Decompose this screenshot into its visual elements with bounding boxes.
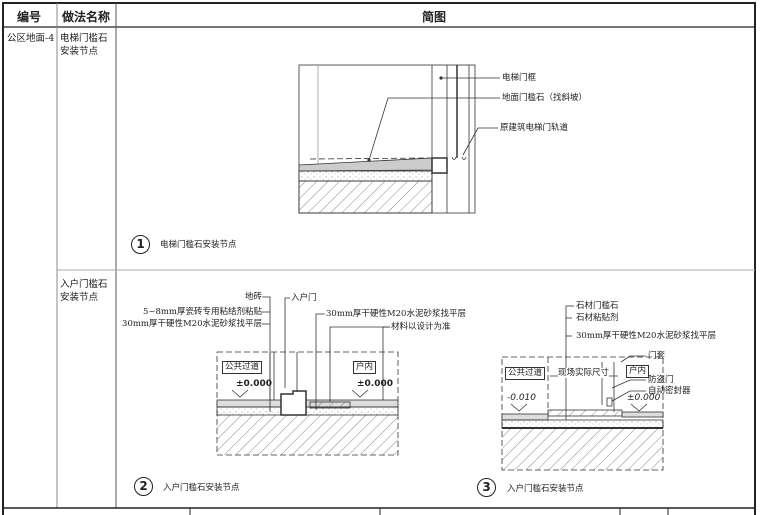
zone-indoor: 户内 [626,365,650,378]
elevation-left: ±0.000 [236,379,273,389]
detail-3-title: 入户门槛石安装节点 [507,484,584,494]
label-mortar: 30mm厚干硬性M20水泥砂浆找平层 [576,331,716,341]
label-floor-threshold: 地面门槛石（找斜坡） [502,93,588,103]
entrance-threshold-drawing-a [216,296,399,456]
zone-site-size: 现场实际尺寸 [558,368,610,378]
label-floor-tile: 地砖 [244,292,262,302]
header-method: 做法名称 [62,10,111,24]
zone-indoor: 户内 [353,361,377,374]
detail-number-3: 3 [477,478,496,497]
label-stone-adhesive: 石材粘贴剂 [576,313,619,323]
detail-2-title: 入户门槛石安装节点 [163,483,240,493]
header-code: 编号 [17,10,42,24]
label-mortar-right: 30mm厚干硬性M20水泥砂浆找平层 [326,309,466,319]
label-stone-threshold: 石材门槛石 [576,301,619,311]
row-1-name: 电梯门槛石安装节点 [60,33,108,57]
zone-public-corridor: 公共过道 [222,361,263,374]
elevator-threshold-drawing [298,64,500,214]
elevation-left: -0.010 [507,393,537,403]
label-security-door: 防盗门 [648,375,674,385]
label-material: 材料以设计为准 [391,322,451,332]
detail-1-title: 电梯门槛石安装节点 [160,240,237,250]
detail-number-1: 1 [131,235,150,254]
row-1-code: 公区地面-4 [7,33,55,44]
zone-public-corridor: 公共过道 [505,367,546,380]
header-diagram: 简图 [422,10,447,24]
label-mortar-left: 30mm厚干硬性M20水泥砂浆找平层 [122,319,262,329]
label-elevator-track: 原建筑电梯门轨道 [500,123,569,133]
label-auto-seal: 自动密封器 [648,386,691,396]
row-2-name: 入户门槛石安装节点 [60,279,108,303]
detail-number-2: 2 [134,477,153,496]
elevation-right: ±0.000 [357,379,394,389]
label-tile-adhesive: 5~8mm厚瓷砖专用粘结剂粘贴 [142,307,262,317]
label-door-casing: 门套 [648,351,666,361]
label-elevator-frame: 电梯门框 [502,73,537,83]
elevation-right: ±0.000 [627,393,661,403]
label-entrance-door: 入户门 [291,293,317,303]
